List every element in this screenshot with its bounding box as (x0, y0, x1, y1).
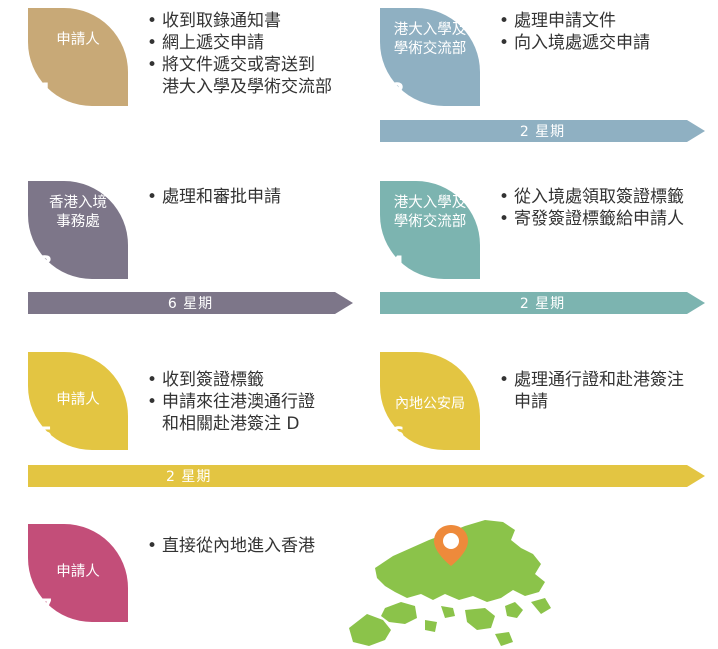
list-item: 處理申請文件 (499, 10, 650, 32)
list-item: 向入境處遞交申請 (499, 32, 650, 54)
step-4-label: 港大入學及 學術交流部 (393, 195, 467, 230)
list-item: 網上遞交申請 (147, 32, 332, 54)
step-7-label: 申請人 (56, 563, 100, 580)
step-5-list: 收到簽證標籤 申請來往港澳通行證 和相關赴港簽注 D (147, 369, 315, 435)
step-4-list: 從入境處領取簽證標籤 寄發簽證標籤給申請人 (499, 186, 684, 230)
step-1-list: 收到取錄通知書 網上遞交申請 將文件遞交或寄送到 港大入學及學術交流部 (147, 10, 332, 98)
duration-label: 2 星期 (519, 296, 566, 312)
list-item: 處理通行證和赴港簽注 申請 (499, 369, 684, 413)
list-item: 處理和審批申請 (147, 186, 281, 208)
duration-arrow-2: 6 星期 (28, 292, 353, 314)
step-3-list: 處理和審批申請 (147, 186, 281, 208)
duration-arrow-3: 2 星期 (380, 292, 705, 314)
step-2-list: 處理申請文件 向入境處遞交申請 (499, 10, 650, 54)
step-1-badge: 申請人 1 (28, 8, 128, 106)
step-6-label: 內地公安局 (395, 395, 465, 412)
step-7-number: 7 (38, 595, 53, 619)
step-4-badge: 港大入學及 學術交流部 4 (380, 181, 480, 279)
step-4-number: 4 (390, 252, 405, 276)
step-2-badge: 港大入學及 學術交流部 2 (380, 8, 480, 106)
step-7-badge: 申請人 7 (28, 524, 128, 622)
list-item: 收到取錄通知書 (147, 10, 332, 32)
step-6-list: 處理通行證和赴港簽注 申請 (499, 369, 684, 413)
duration-label: 2 星期 (166, 469, 212, 485)
duration-arrow-4: 2 星期 (28, 465, 705, 487)
step-5-number: 5 (38, 423, 53, 447)
step-5-badge: 申請人 5 (28, 352, 128, 450)
hong-kong-map (349, 520, 551, 646)
list-item: 申請來往港澳通行證 和相關赴港簽注 D (147, 391, 315, 435)
list-item: 從入境處領取簽證標籤 (499, 186, 684, 208)
step-6-number: 6 (390, 423, 405, 447)
list-item: 寄發簽證標籤給申請人 (499, 208, 684, 230)
duration-label: 6 星期 (167, 296, 214, 312)
map-landmass (349, 520, 551, 646)
step-3-label: 香港入境 事務處 (49, 195, 107, 230)
step-1-number: 1 (38, 79, 53, 103)
list-item: 收到簽證標籤 (147, 369, 315, 391)
duration-arrow-1: 2 星期 (380, 120, 705, 142)
step-1-label: 申請人 (56, 31, 100, 48)
step-7-list: 直接從內地進入香港 (147, 535, 315, 557)
step-3-badge: 香港入境 事務處 3 (28, 181, 128, 279)
step-2-number: 2 (390, 79, 405, 103)
list-item: 將文件遞交或寄送到 港大入學及學術交流部 (147, 54, 332, 98)
step-2-label: 港大入學及 學術交流部 (393, 22, 467, 57)
list-item: 直接從內地進入香港 (147, 535, 315, 557)
step-5-label: 申請人 (56, 391, 100, 408)
step-3-number: 3 (38, 252, 53, 276)
step-6-badge: 內地公安局 6 (380, 352, 480, 450)
location-pin-icon (434, 525, 468, 566)
duration-label: 2 星期 (519, 124, 566, 140)
